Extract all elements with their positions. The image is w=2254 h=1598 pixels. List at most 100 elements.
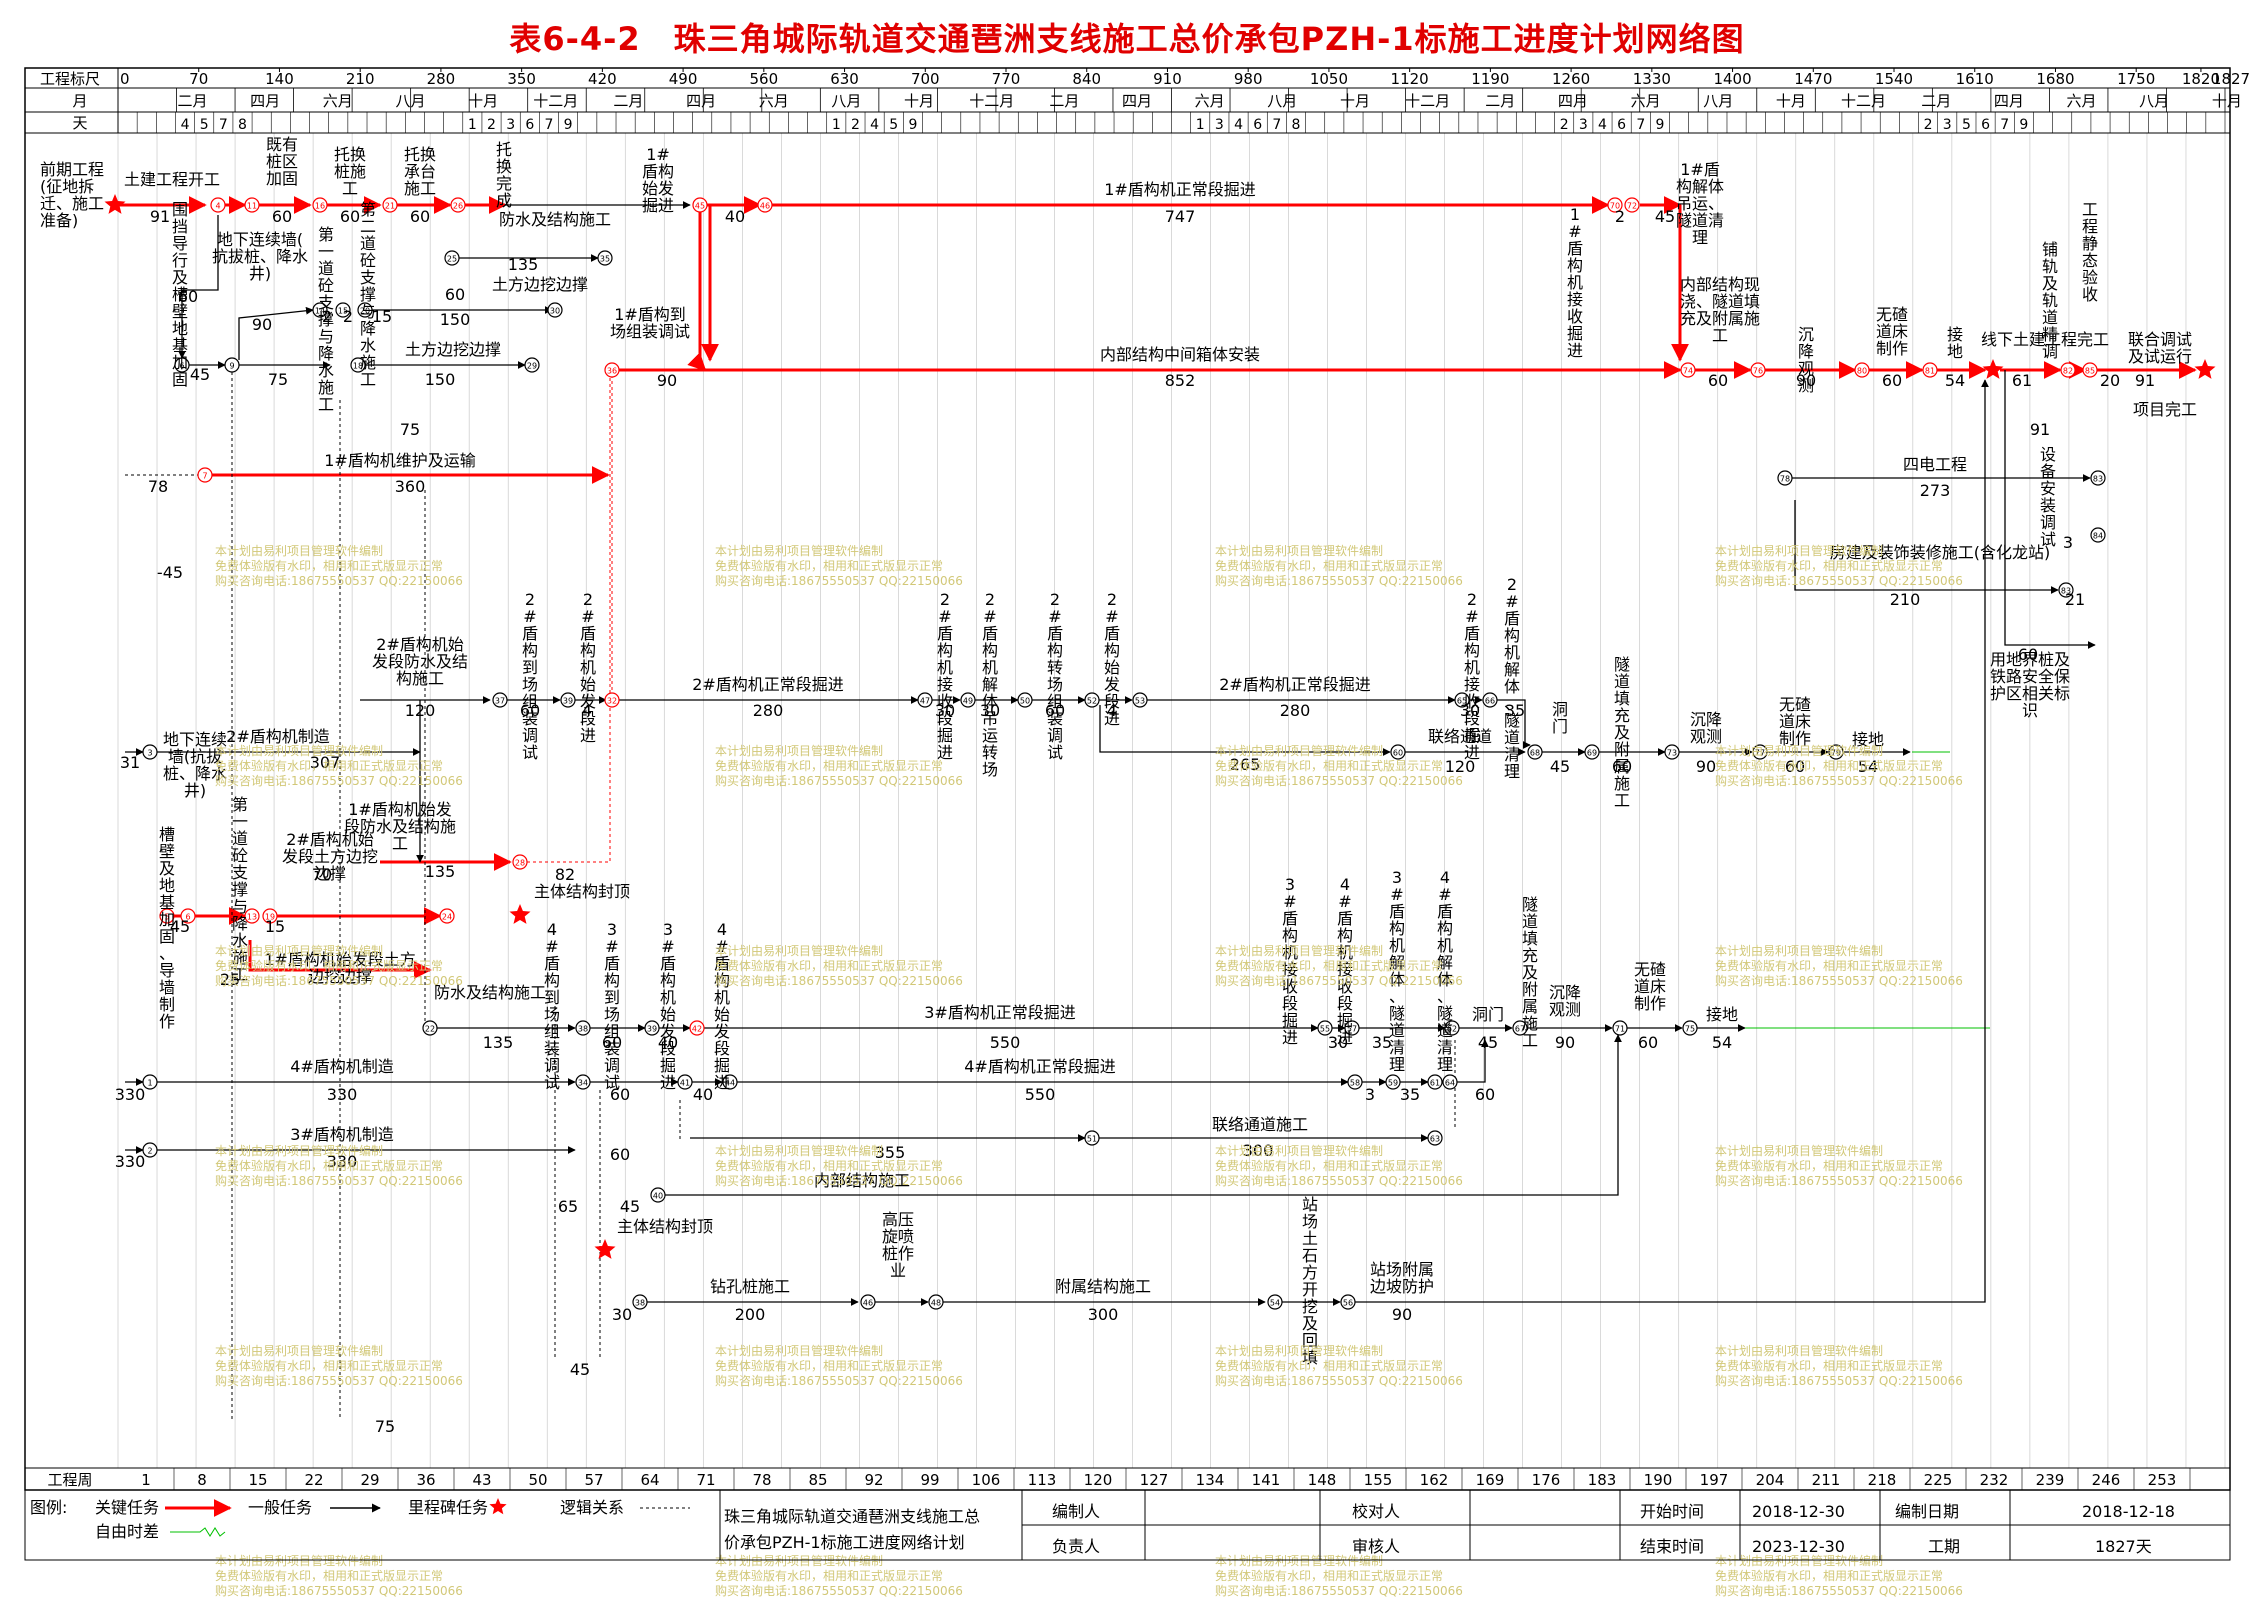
task-label: 制作 [1876,339,1908,358]
task-label: 组 [1047,692,1063,711]
task-label: 盾 [660,954,676,973]
task-label: 四电工程 [1903,455,1967,474]
watermark-text: 本计划由易利项目管理软件编制 [1715,943,1883,958]
week-number: 106 [972,1471,1001,1489]
day-number: 9 [564,117,573,133]
watermark-text: 免费体验版有水印，相用和正式版显示正常 [715,1568,943,1583]
event-node-number: 81 [1925,367,1935,376]
event-node [1682,1020,1698,1036]
task-label: 构 [1464,641,1480,660]
task-duration: 15 [372,307,392,326]
task-label: 始 [580,675,596,694]
task-label: 发 [580,692,596,711]
task-duration: 91 [2135,371,2155,390]
week-number: 92 [864,1471,883,1489]
task-label: 发 [714,1022,730,1041]
week-number: 190 [1644,1471,1673,1489]
task-label: 道 [1389,1021,1405,1040]
event-node-number: 2 [147,1147,152,1156]
event-node-number: 72 [1627,202,1637,211]
task-label: 主体结构封顶 [617,1217,713,1236]
task-label: 构 [1389,919,1405,938]
event-node [1828,744,1844,760]
event-node-number: 52 [1087,697,1097,706]
watermark-text: 本计划由易利项目管理软件编制 [215,943,383,958]
task-label: 运 [982,726,998,745]
event-node-number: 28 [515,859,525,868]
task-label: 掘 [937,726,953,745]
task-label: 构 [1337,926,1353,945]
task-label: 降 [318,344,334,363]
event-node-number: 66 [1485,697,1495,706]
task-label: 盾 [982,624,998,643]
event-node-number: 63 [1430,1135,1440,1144]
task-label: 收 [1282,977,1298,996]
task-label: 2 [1507,575,1517,594]
event-node-number: 40 [653,1192,663,1201]
task-label: 隧 [1504,711,1520,730]
task-label: 第 [318,225,334,244]
week-number: 22 [304,1471,323,1489]
task-label: 体 [1389,970,1405,989]
task-label: 调 [2040,513,2056,532]
info-cell: 编制人 [1052,1502,1100,1521]
task-label: 场 [544,1005,560,1024]
task-label: 4#盾构机制造 [290,1057,394,1076]
event-node-number: 19 [265,913,275,922]
task-label: 1 [1570,205,1580,224]
ruler-tick: 140 [265,70,294,88]
task-label: 转 [1047,658,1063,677]
task-label: 托换 [334,145,366,164]
event-node-number: 47 [920,697,930,706]
task-label: # [605,937,618,956]
month-name: 四月 [1122,92,1152,110]
watermark-text: 购买咨询电话:18675550537 QQ:22150066 [215,773,463,788]
event-node [174,357,190,373]
task-duration: 90 [252,315,272,334]
event-node-number: 85 [2085,367,2095,376]
day-number: 4 [870,117,879,133]
ruler-tick: 1610 [1956,70,1994,88]
task-label: 盾构 [642,162,674,181]
legend-swatch-float [170,1527,226,1537]
task-duration: 65 [558,1197,578,1216]
task-label: 降 [1798,342,1814,361]
task-label: 进 [1337,1028,1353,1047]
task-label: 2 [1107,590,1117,609]
task-label: 加 [172,353,188,372]
task-label: 前期工程 [40,160,104,179]
task-label: 道 [232,829,248,848]
task-label: 到 [522,658,538,677]
task-label: 机 [1437,936,1453,955]
watermark-text: 免费体验版有水印，相用和正式版显示正常 [215,1568,443,1583]
task-label: 道床 [1779,712,1811,731]
watermark-text: 购买咨询电话:18675550537 QQ:22150066 [1215,773,1463,788]
task-label: 道床 [1634,977,1666,996]
task-duration: 852 [1165,371,1196,390]
task-duration: 30 [935,701,955,720]
day-label: 天 [72,114,87,132]
task-label: 道 [360,234,376,253]
task-label: 及 [1522,963,1538,982]
task-label: 撑 [360,285,376,304]
task-label: 工 [392,834,408,853]
task-label: 构 [544,971,560,990]
task-label: 迁、施工 [40,194,104,213]
watermark-text: 购买咨询电话:18675550537 QQ:22150066 [215,1583,463,1598]
event-node [1132,692,1148,708]
task-label: 托 [496,140,512,159]
week-number: 71 [696,1471,715,1489]
event-node [444,250,460,266]
task-label: 盾 [604,954,620,973]
month-name: 十月 [904,92,934,110]
task-label: 4#盾构机正常段掘进 [964,1057,1116,1076]
task-label: 成 [496,191,512,210]
week-number: 36 [416,1471,435,1489]
task-label: 及 [1302,1314,1318,1333]
task-label: 机 [1504,643,1520,662]
task-label: 构 [522,641,538,660]
month-name: 四月 [686,92,716,110]
task-label: 井) [184,781,206,800]
task-label: 2 [985,590,995,609]
